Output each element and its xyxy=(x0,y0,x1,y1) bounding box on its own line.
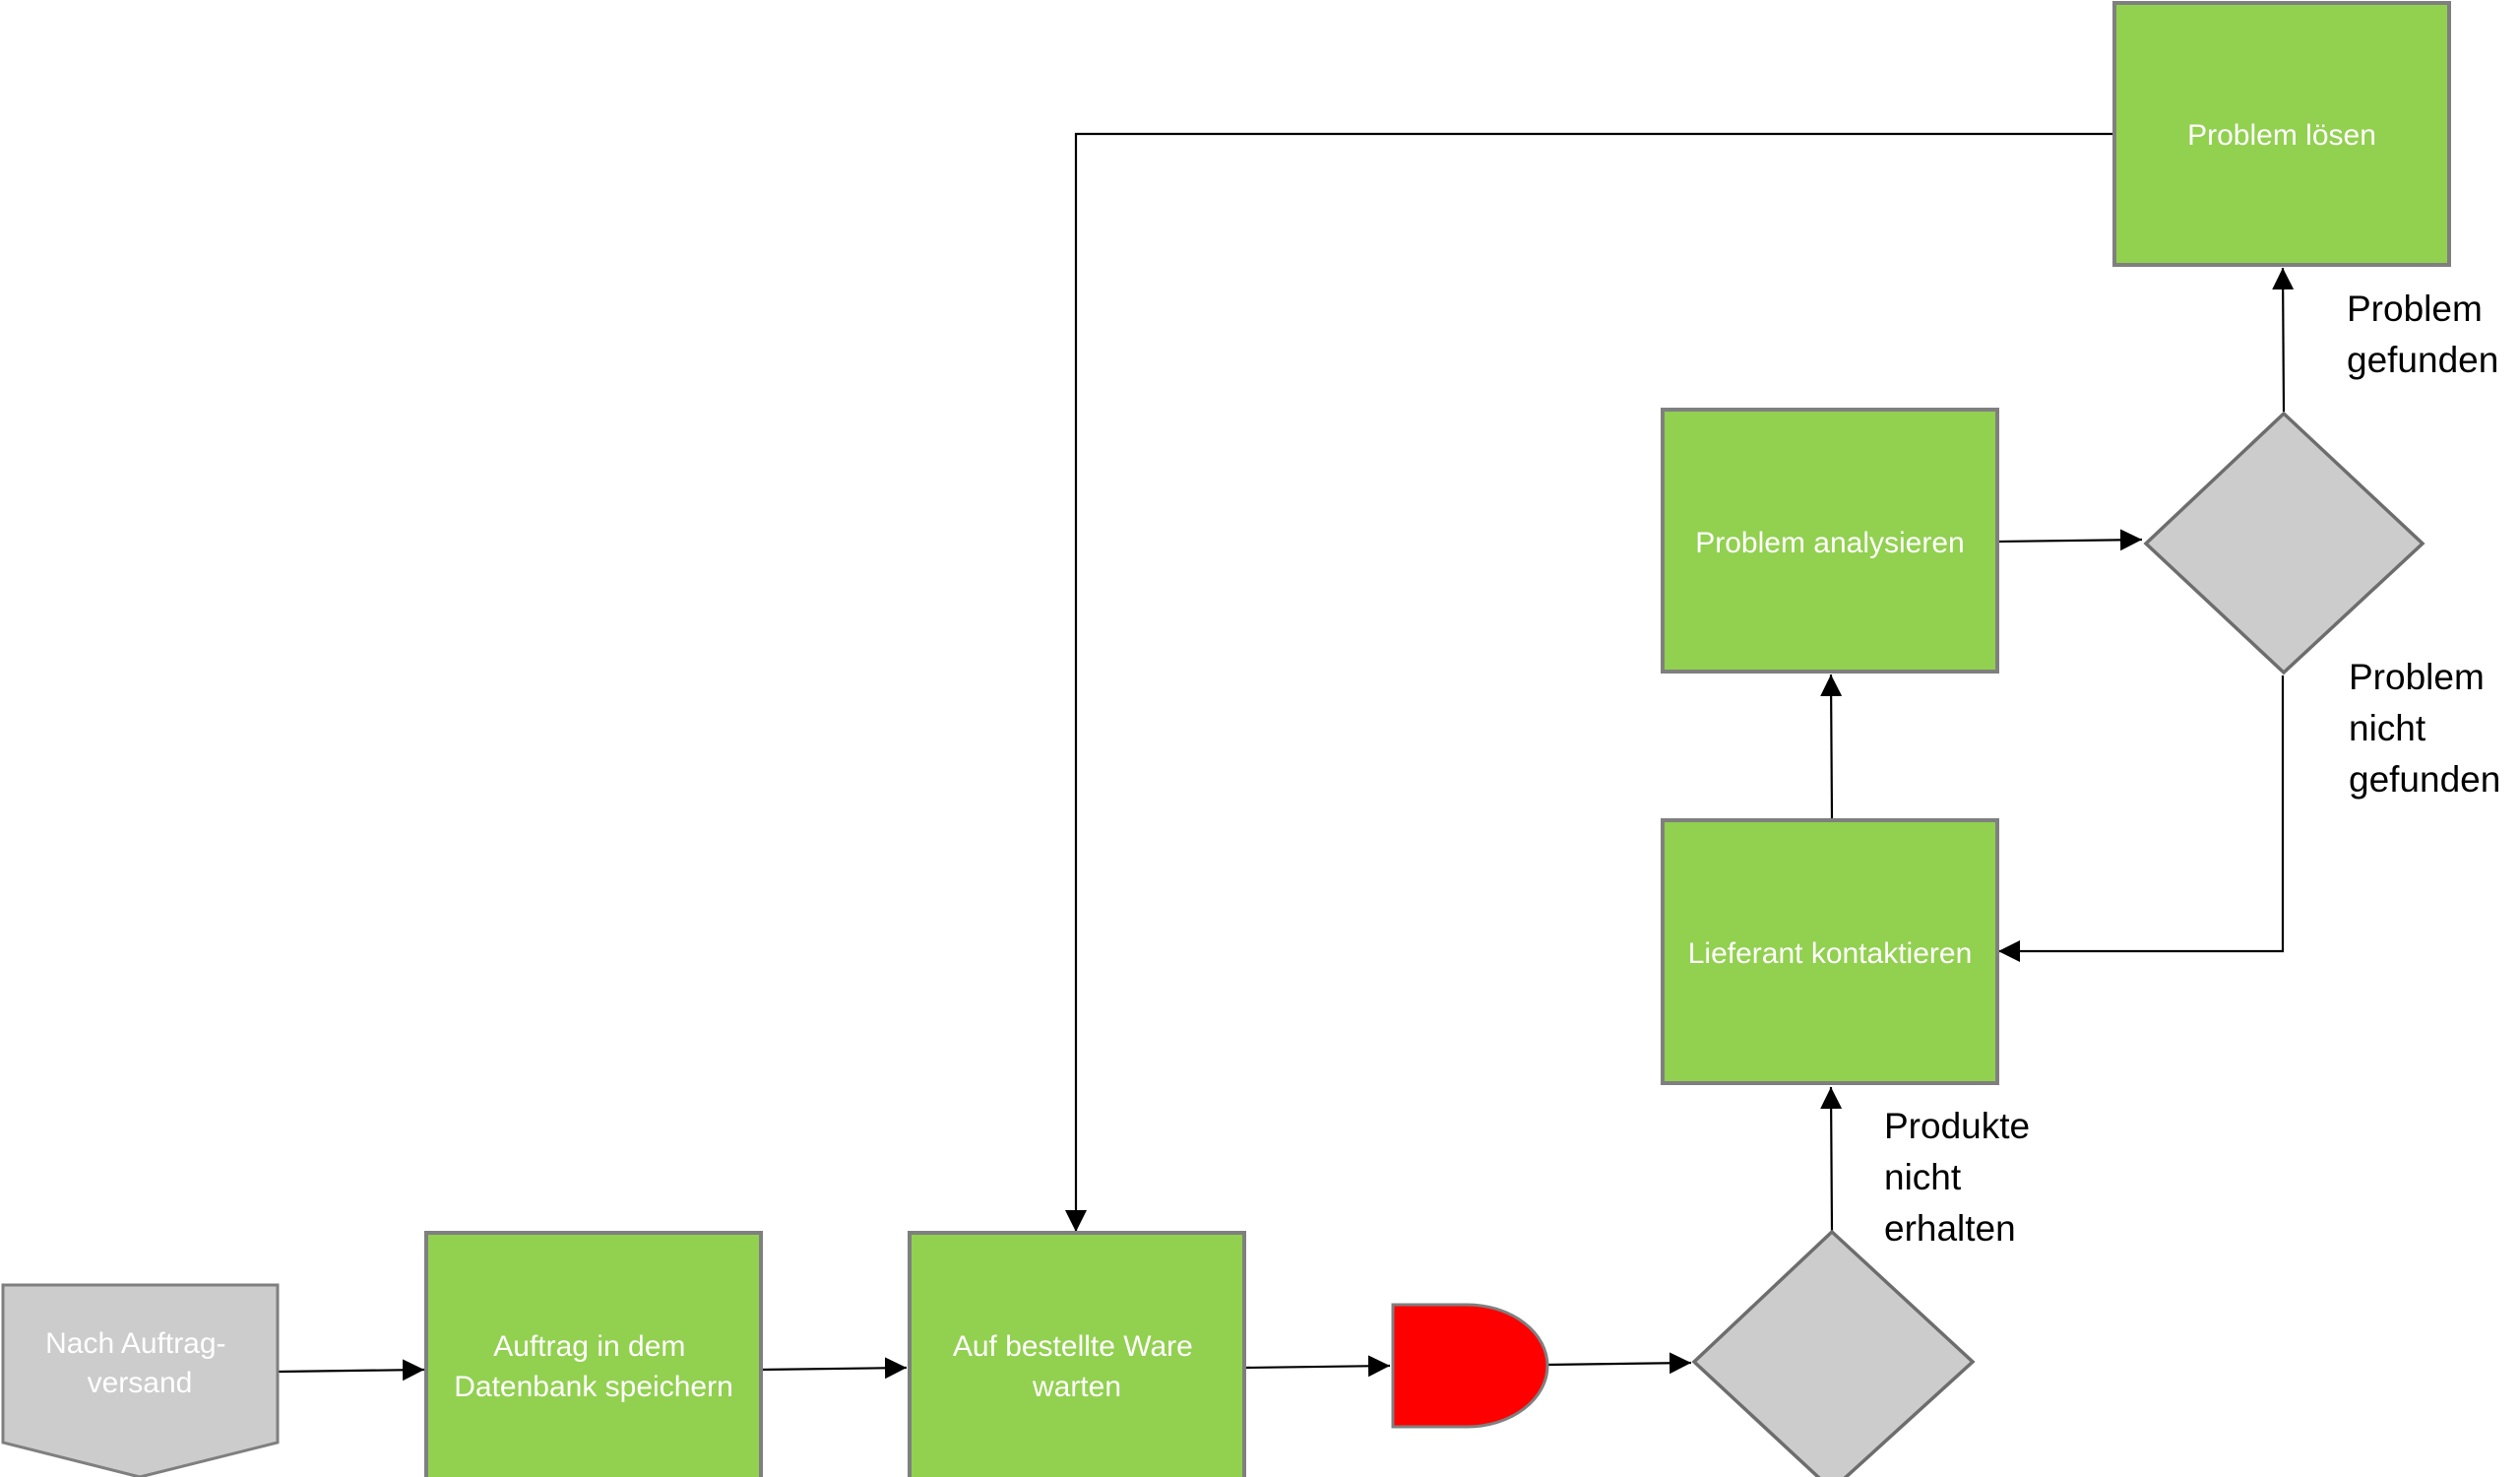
edge-label-not-received-line-1: Produkte xyxy=(1884,1106,2030,1146)
edge-label-found-line-1: Problem xyxy=(2347,289,2483,329)
solve-problem-box xyxy=(2112,1,2451,267)
edge-decision-to-solve xyxy=(2272,267,2295,413)
start-label-line-1: Nach Auftrag- xyxy=(45,1327,225,1360)
node-start: Nach Auftrag- versand xyxy=(1,1283,280,1477)
node-delay xyxy=(1391,1303,1549,1429)
node-decision-found xyxy=(2143,411,2426,675)
svg-text:Auf bestellte Ware warte: Auf bestellte Ware warten xyxy=(953,1330,1201,1403)
wait-goods-label-line-1: Auf bestellte Ware xyxy=(953,1330,1193,1363)
edge-label-not-received: Produkte nicht erhalten xyxy=(1884,1106,2040,1249)
svg-text:Lieferant kontaktieren: Lieferant kontaktieren xyxy=(1688,937,1973,970)
contact-supplier-label: Lieferant kontaktieren xyxy=(1688,937,1973,970)
wait-goods-box xyxy=(908,1231,1246,1477)
edge-decision-not-found-to-contact xyxy=(1998,675,2285,962)
decision-received-diamond xyxy=(1691,1229,1976,1477)
edge-label-found: Problem gefunden xyxy=(2347,289,2498,380)
edge-label-not-found-line-1: Problem xyxy=(2349,657,2485,697)
decision-found-diamond xyxy=(2143,411,2426,675)
svg-text:Problem analysieren: Problem analysieren xyxy=(1695,527,1964,559)
edge-decision-to-contact xyxy=(1820,1086,1843,1232)
edge-label-not-found: Problem nicht gefunden xyxy=(2349,657,2500,800)
save-order-label-line-1: Auftrag in dem xyxy=(493,1330,685,1363)
start-terminator-shape xyxy=(1,1283,280,1477)
delay-shape xyxy=(1391,1303,1549,1429)
edge-delay-to-decision xyxy=(1544,1352,1692,1375)
node-solve-problem: Problem lösen xyxy=(2112,1,2451,267)
edge-analyze-to-decision xyxy=(1996,529,2143,551)
svg-text:Auftrag in dem Datenbank: Auftrag in dem Datenbank speichern xyxy=(454,1330,733,1403)
analyze-problem-box xyxy=(1661,408,1999,674)
edge-label-not-received-line-2: nicht xyxy=(1884,1157,1962,1197)
node-contact-supplier: Lieferant kontaktieren xyxy=(1661,818,1999,1085)
start-label-line-2: versand xyxy=(88,1367,193,1399)
wait-goods-label-line-2: warten xyxy=(1032,1371,1121,1403)
edge-save-to-wait xyxy=(758,1357,908,1380)
node-analyze-problem: Problem analysieren xyxy=(1661,408,1999,674)
edge-wait-to-delay xyxy=(1243,1355,1391,1378)
svg-text:Problem lösen: Problem lösen xyxy=(2187,119,2376,152)
analyze-problem-label: Problem analysieren xyxy=(1695,527,1964,559)
node-decision-received xyxy=(1691,1229,1976,1477)
save-order-box xyxy=(424,1231,763,1477)
edge-solve-to-wait xyxy=(1065,132,2113,1232)
edge-label-found-line-2: gefunden xyxy=(2347,340,2498,380)
edge-label-not-received-line-3: erhalten xyxy=(1884,1208,2016,1249)
node-save-order: Auftrag in dem Datenbank speichern xyxy=(424,1231,763,1477)
contact-supplier-box xyxy=(1661,818,1999,1085)
save-order-label-line-2: Datenbank speichern xyxy=(454,1371,733,1403)
edge-contact-to-analyze xyxy=(1820,674,1843,820)
edge-start-to-save xyxy=(277,1359,425,1381)
node-wait-goods: Auf bestellte Ware warten xyxy=(908,1231,1246,1477)
edges xyxy=(277,132,2295,1381)
edge-label-not-found-line-2: nicht xyxy=(2349,708,2426,748)
svg-text:Nach Auftrag- versand: Nach Auftrag- versand xyxy=(45,1327,234,1399)
solve-problem-label: Problem lösen xyxy=(2187,119,2376,152)
edge-label-not-found-line-3: gefunden xyxy=(2349,759,2500,800)
